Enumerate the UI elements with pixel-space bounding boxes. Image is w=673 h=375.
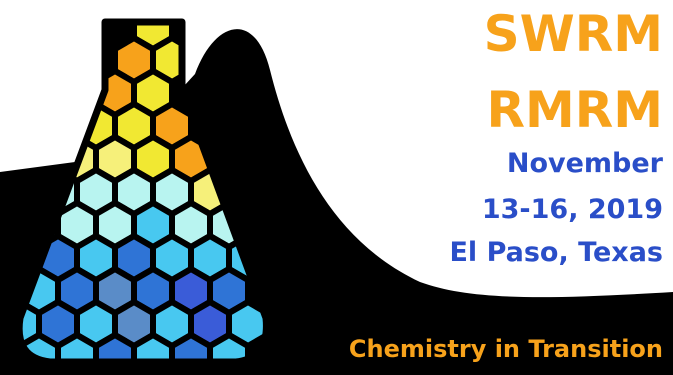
title-rmrm: RMRM	[486, 81, 663, 139]
location: El Paso, Texas	[449, 237, 663, 268]
date-month: November	[506, 148, 663, 179]
date-days: 13-16, 2019	[481, 194, 663, 225]
tagline: Chemistry in Transition	[348, 335, 663, 363]
title-swrm: SWRM	[483, 5, 663, 63]
